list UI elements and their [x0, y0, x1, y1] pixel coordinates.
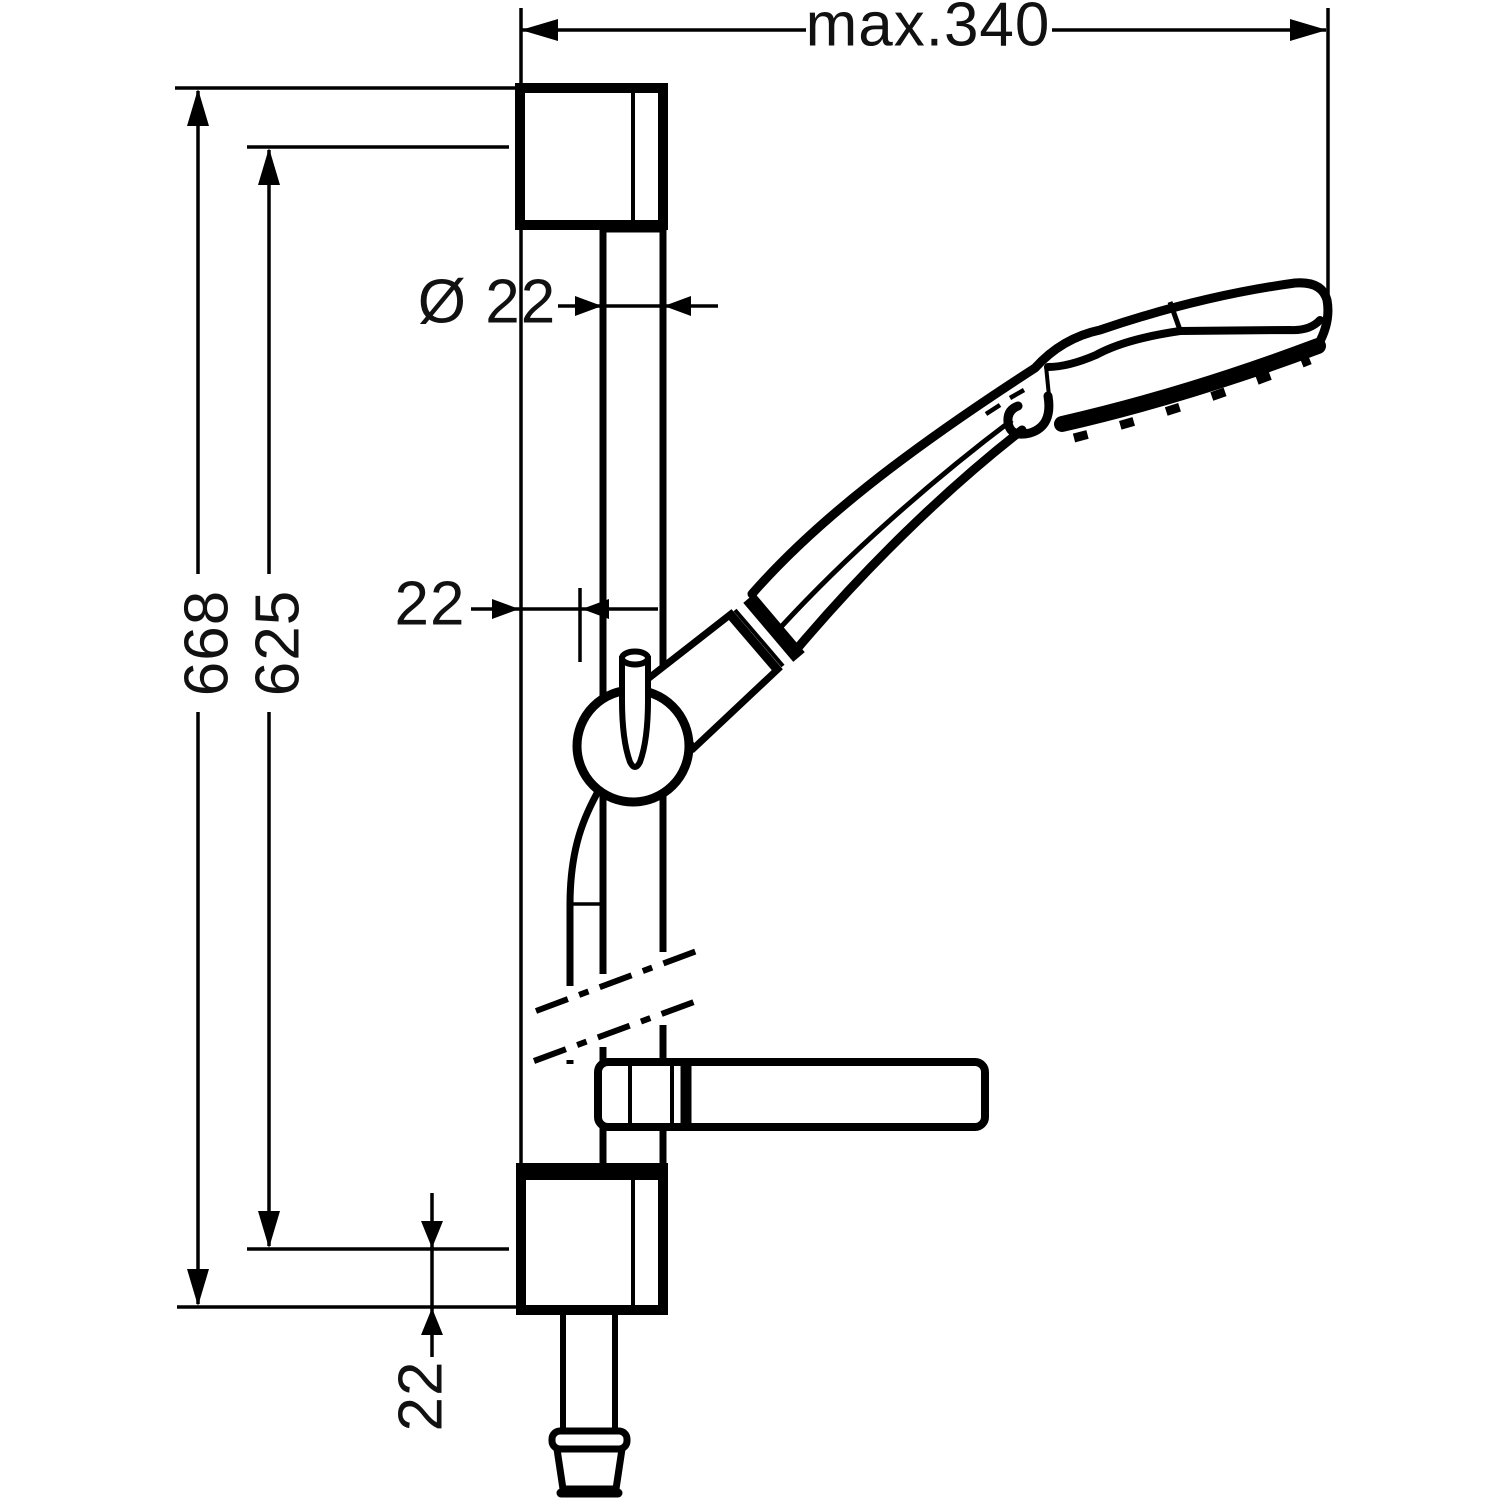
dimension-label-bottom-22: 22: [387, 1361, 456, 1432]
dimension-label-wall-22: 22: [395, 570, 466, 639]
arrowhead-left: [664, 296, 691, 316]
handle-and-head-top-contour: [747, 278, 1333, 599]
soap-dish-bar: [594, 1058, 989, 1131]
hand-shower: [634, 278, 1333, 754]
head-division-line: [1167, 301, 1183, 331]
handle-ring-line: [733, 608, 785, 668]
arrowhead-right: [575, 296, 602, 316]
dimension-max-340: max.340: [521, 0, 1330, 294]
dimension-diameter-22: Ø 22: [418, 268, 718, 337]
shower-rail-assembly: [515, 83, 1333, 1498]
break-line: [532, 996, 704, 1064]
head-face-left-edge: [1044, 365, 1051, 397]
dimension-wall-22: 22: [395, 570, 658, 662]
arrowhead-right: [492, 599, 519, 619]
dimension-label-625: 625: [244, 590, 313, 696]
arrowhead-up: [258, 148, 280, 185]
handle-ring-line: [726, 614, 778, 674]
handle-bottom-contour: [791, 425, 1027, 655]
arrowhead-left: [582, 599, 609, 619]
dimension-label-668: 668: [173, 590, 242, 696]
wall-bracket-bottom: [516, 1163, 668, 1315]
wall-bracket-top: [515, 83, 668, 233]
shower-hose: [566, 786, 604, 1064]
arrowhead-up: [187, 89, 209, 126]
pin-body: [619, 656, 651, 770]
break-line: [534, 946, 704, 1014]
handle-collar-band: [743, 593, 805, 662]
dimension-bottom-22: 22: [387, 1193, 456, 1431]
shower-head: [1003, 301, 1326, 443]
handle-crease-dash: [1008, 388, 1026, 400]
dimension-label-diameter: Ø 22: [418, 268, 556, 337]
arrowhead-left: [521, 19, 558, 41]
spray-face-edge: [1054, 338, 1326, 432]
dimension-label-max-340: max.340: [806, 0, 1051, 60]
arrowhead-right: [1290, 19, 1327, 41]
connector-cone: [552, 1445, 627, 1493]
head-inner-edge: [1044, 316, 1324, 371]
spray-nozzle-notches: [1072, 355, 1312, 443]
arrowhead-up: [421, 1308, 443, 1335]
handle-crease-dash: [984, 403, 1002, 416]
dimension-625: 625: [244, 145, 509, 1251]
break-symbol: [532, 946, 704, 1064]
arrowhead-down: [258, 1211, 280, 1248]
hose-curve: [566, 786, 604, 906]
bracket-body: [515, 83, 668, 230]
bracket-body: [516, 1163, 668, 1315]
rail-bar: [599, 225, 667, 1172]
head-hook-curve: [1003, 391, 1054, 439]
handle-inner-line: [778, 418, 1014, 630]
soap-dish: [594, 1058, 989, 1131]
arrowhead-down: [187, 1269, 209, 1306]
hose-connector: [548, 1310, 631, 1498]
pin-top: [619, 648, 651, 668]
dimension-668: 668: [173, 86, 517, 1309]
slider-release-pin: [619, 648, 651, 770]
arrowhead-down: [421, 1221, 443, 1248]
